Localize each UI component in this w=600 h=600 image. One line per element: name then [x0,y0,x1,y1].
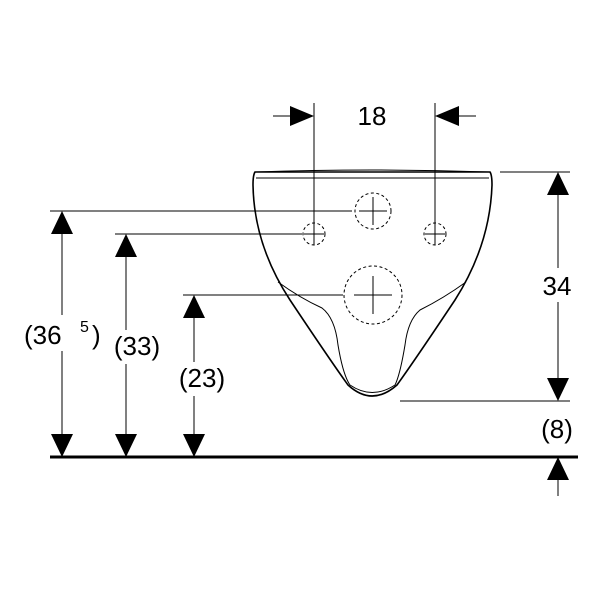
overall-height-close: ) [92,320,101,350]
upper-hole-arrow-top [115,234,137,257]
width-arrow-left [290,106,314,126]
width-dimension: 18 [273,101,476,236]
outlet-arrow-top [183,295,205,318]
inlet-hole [354,192,392,230]
bowl-height-label-bg [533,268,581,302]
bowl-inner-bottom [349,384,396,393]
width-label: 18 [358,101,387,131]
bowl-inner-right-contour [394,281,467,386]
width-arrow-right [435,106,459,126]
outlet-label-bg [174,362,234,396]
overall-height-arrow-top [51,211,73,234]
bowl-height-arrow-top [547,172,569,195]
clearance-label: (8) [541,414,573,444]
bowl-top-rim [254,169,491,173]
upper-hole-label-bg [106,330,166,364]
bowl-height-label: 34 [543,271,572,301]
overall-height-label-bg [22,315,106,351]
outlet-arrow-bottom [183,434,205,457]
outlet-hole [343,265,403,325]
left-dimensions: (36 5 ) (33) (23) [22,210,352,457]
right-dimensions: 34 (8) [400,171,581,496]
bowl-inner-left-contour [277,281,351,386]
overall-height-label: (36 [24,320,62,350]
clearance-arrow [547,457,569,480]
bowl-height-arrow-bottom [547,378,569,401]
upper-hole-arrow-bottom [115,434,137,457]
overall-height-sup: 5 [80,319,89,336]
outlet-height-label: (23) [179,363,225,393]
upper-hole-label: (33) [114,331,160,361]
overall-height-arrow-bottom [51,434,73,457]
